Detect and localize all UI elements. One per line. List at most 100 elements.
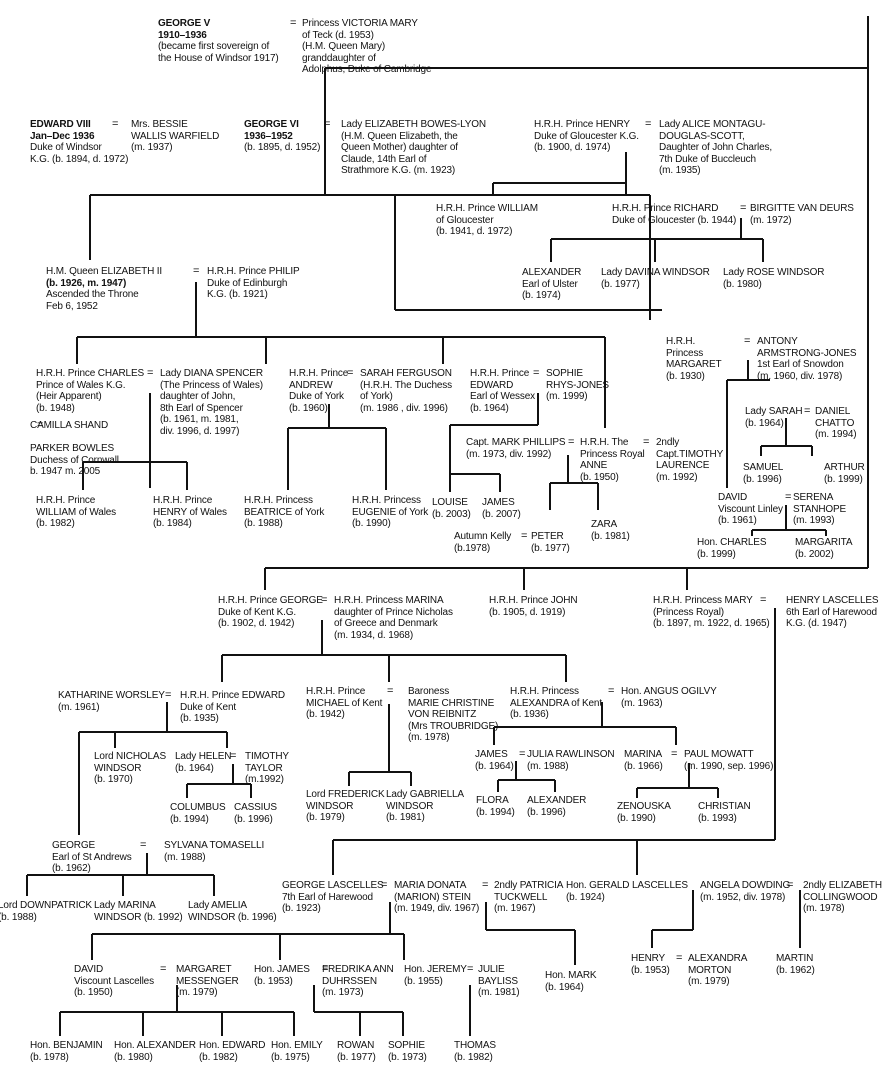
person-line: ALEXANDER — [522, 267, 582, 278]
person-mark-l: Hon. MARK(b. 1964) — [545, 970, 597, 993]
person-line: Lord DOWNPATRICK — [0, 900, 92, 911]
person-line: GEORGE VI — [244, 119, 299, 130]
marriage-sign: = — [676, 952, 683, 964]
person-line: ALEXANDER — [527, 795, 587, 806]
person-line: H.R.H. Prince — [306, 686, 366, 697]
person-line: (m. 1986 , div. 1996) — [360, 402, 448, 414]
person-line: (m. 1979) — [688, 976, 730, 987]
person-alexander-ogilvy: ALEXANDER(b. 1996) — [527, 795, 586, 818]
marriage-sign: = — [744, 335, 751, 347]
person-rose: Lady ROSE WINDSOR(b. 1980) — [723, 267, 825, 290]
person-line: (b. 1962) — [776, 964, 815, 976]
person-katharine: KATHARINE WORSLEY(m. 1961) — [58, 690, 165, 713]
person-line: (b. 1964) — [175, 762, 214, 774]
person-line: (b. 1981) — [591, 530, 630, 542]
person-line: DUHRSSEN — [322, 975, 377, 987]
person-line: Lady HELEN — [175, 751, 232, 762]
person-davina: Lady DAVINA WINDSOR(b. 1977) — [601, 267, 710, 290]
person-line: (became first sovereign of — [158, 41, 270, 52]
person-line: Capt. MARK PHILLIPS — [466, 437, 566, 448]
person-line: (b. 1977) — [601, 278, 640, 290]
person-line: (b. 1897, m. 1922, d. 1965) — [653, 618, 770, 629]
person-line: Lady AMELIA — [188, 900, 247, 911]
person-line: (b. 1930) — [666, 370, 705, 382]
person-jeremy: Hon. JEREMY(b. 1955) — [404, 964, 467, 987]
person-line: ANNE — [580, 460, 608, 471]
person-line: ALEXANDRA — [688, 953, 748, 964]
person-line: EUGENIE of York — [352, 506, 429, 518]
person-alice: Lady ALICE MONTAGU-DOUGLAS-SCOTT,Daughte… — [659, 119, 772, 177]
person-line: BEATRICE of York — [244, 506, 325, 518]
person-line: Strathmore K.G. (m. 1923) — [341, 165, 456, 176]
person-line: (m. 1960, div. 1978) — [757, 370, 843, 382]
marriage-sign: = — [290, 17, 297, 29]
person-line: (m. 1963) — [621, 697, 663, 709]
person-line: (m. 1973) — [322, 987, 364, 998]
person-line: BAYLISS — [478, 975, 518, 987]
person-line: (b. 1988) — [244, 518, 283, 529]
person-line: H.R.H. Princess MARINA — [334, 595, 444, 606]
person-line: (m. 1988) — [527, 760, 569, 772]
person-line: (b. 1950) — [580, 471, 619, 483]
person-line: (H.M. Queen Elizabeth, the — [341, 130, 458, 142]
person-line: (b. 1981) — [386, 812, 425, 823]
marriage-sign: = — [381, 879, 388, 891]
person-line: WINDSOR (b. 1996) — [188, 911, 277, 923]
person-line: (b. 2002) — [795, 548, 834, 560]
marriage-sign: = — [37, 419, 44, 431]
person-zara: ZARA(b. 1981) — [591, 519, 630, 542]
marriage-sign: = — [804, 405, 811, 417]
person-line: 1936–1952 — [244, 130, 293, 142]
person-line: Hon. JEREMY — [404, 964, 467, 975]
person-charles-linley: Hon. CHARLES(b. 1999) — [697, 537, 766, 560]
person-line: (b. 1926, m. 1947) — [46, 277, 127, 289]
person-line: SOPHIE — [546, 368, 583, 379]
marriage-sign: = — [147, 367, 154, 379]
person-elizabeth-bl: Lady ELIZABETH BOWES-LYON(H.M. Queen Eli… — [341, 119, 486, 177]
person-line: (b. 1935) — [180, 713, 219, 724]
person-line: ALEXANDRA of Kent — [510, 697, 602, 709]
person-line: (Mrs TROUBRIDGE) — [408, 720, 499, 732]
person-line: Earl of Ulster — [522, 278, 578, 290]
person-line: COLLINGWOOD — [803, 891, 878, 903]
person-line: (b. 1964) — [545, 981, 584, 993]
person-line: WINDSOR — [306, 800, 354, 812]
person-line: MICHAEL of Kent — [306, 697, 383, 709]
person-line: 2ndly — [656, 437, 680, 448]
person-line: CAMILLA SHAND — [30, 420, 109, 431]
person-line: Lady ALICE MONTAGU- — [659, 119, 766, 130]
person-line: K.G. (b. 1894, d. 1972) — [30, 153, 129, 165]
person-edward-l: Hon. EDWARD(b. 1982) — [199, 1040, 265, 1063]
person-line: PETER — [531, 531, 564, 542]
person-line: FREDRIKA ANN — [322, 964, 394, 975]
person-line: (m. 1990, sep. 1996) — [684, 760, 774, 772]
person-line: (b. 1948) — [36, 402, 75, 414]
person-line: MARINA — [624, 749, 662, 760]
person-line: (m.1992) — [245, 774, 284, 785]
person-line: (b. 1982) — [36, 518, 75, 529]
person-line: (b. 1961) — [718, 515, 757, 526]
person-line: (b. 1961, m. 1981, — [160, 414, 239, 425]
marriage-sign: = — [568, 436, 575, 448]
person-line: WINDSOR (b. 1992) — [94, 911, 183, 923]
person-line: K.G. (b. 1921) — [207, 289, 268, 300]
person-line: Lady DIANA SPENCER — [160, 368, 263, 379]
person-line: (b. 1960) — [289, 402, 328, 414]
person-line: MARTIN — [776, 953, 814, 964]
person-line: (m. 1988) — [164, 851, 206, 863]
person-cassius: CASSIUS(b. 1996) — [234, 802, 277, 825]
person-line: b. 1947 m. 2005 — [30, 466, 101, 477]
person-line: (MARION) STEIN — [394, 891, 471, 903]
